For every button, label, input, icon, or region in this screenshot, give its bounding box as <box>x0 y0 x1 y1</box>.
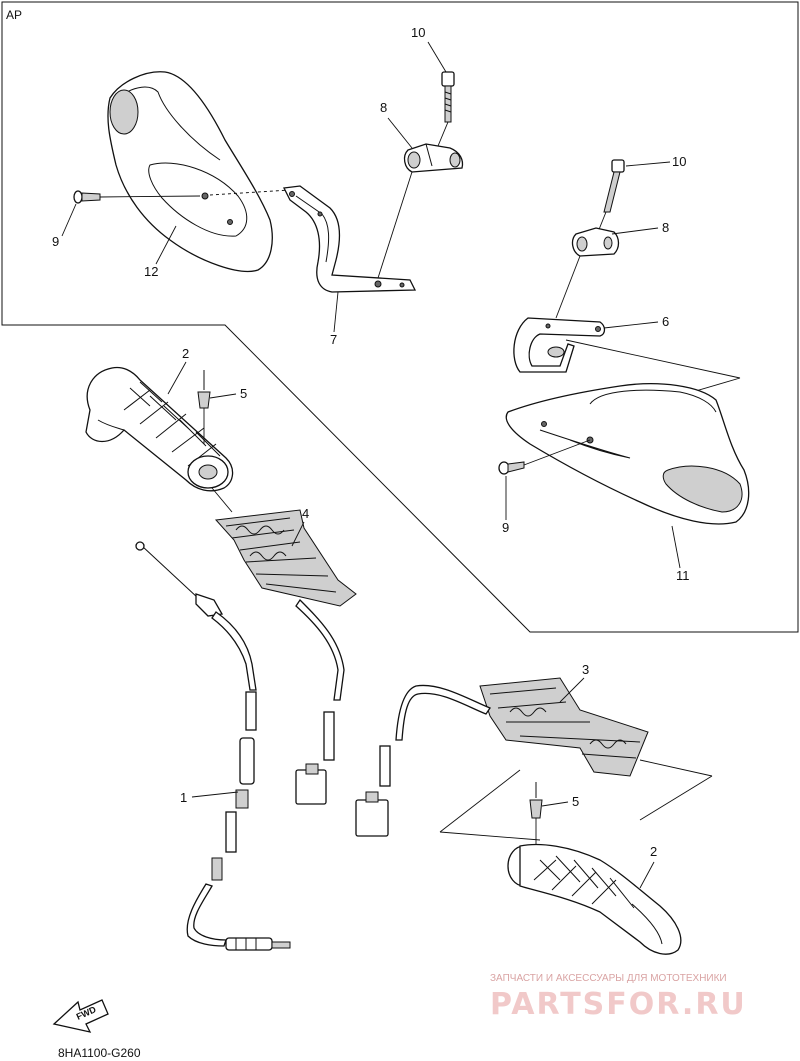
bolt-10-right <box>603 159 625 213</box>
corner-label: AP <box>6 8 22 22</box>
callout-5-right: 5 <box>572 794 579 809</box>
ap-region-border <box>1 1 799 633</box>
bolt-10-top <box>441 71 455 123</box>
grip-left <box>85 366 234 492</box>
callout-1: 1 <box>180 790 187 805</box>
bracket-7 <box>283 185 417 293</box>
callout-9-right: 9 <box>502 520 509 535</box>
callout-10-top: 10 <box>411 25 425 40</box>
callout-9-top: 9 <box>52 234 59 249</box>
hand-guard-right <box>505 383 750 525</box>
diagram-code: 8HA1100-G260 <box>58 1046 141 1060</box>
connector-3 <box>355 791 389 837</box>
throttle-cable-1 <box>135 541 291 951</box>
callout-2-left: 2 <box>182 346 189 361</box>
callout-8-top: 8 <box>380 100 387 115</box>
callout-4: 4 <box>302 506 309 521</box>
callout-8-right: 8 <box>662 220 669 235</box>
bracket-6 <box>513 317 606 373</box>
callout-11: 11 <box>676 568 690 583</box>
hand-guard-left <box>107 71 273 272</box>
fwd-arrow: FWD <box>52 999 109 1033</box>
rivet-5-right <box>529 782 543 819</box>
connector-4 <box>295 763 327 805</box>
callout-2-right: 2 <box>650 844 657 859</box>
callout-5-left: 5 <box>240 386 247 401</box>
clamp-8-top <box>403 143 464 173</box>
screw-9-top <box>73 190 101 204</box>
rivet-5-left <box>197 370 211 409</box>
clamp-8-right <box>571 227 620 257</box>
grip-right <box>507 843 682 955</box>
watermark: ЗАПЧАСТИ И АКСЕССУАРЫ ДЛЯ МОТОТЕХНИКИ PA… <box>490 973 747 1022</box>
watermark-brand: PARTSFOR.RU <box>490 987 747 1022</box>
heater-element-4 <box>214 509 357 607</box>
watermark-subtitle: ЗАПЧАСТИ И АКСЕССУАРЫ ДЛЯ МОТОТЕХНИКИ <box>490 973 727 984</box>
callout-6: 6 <box>662 314 669 329</box>
callout-7: 7 <box>330 332 337 347</box>
heater-element-3 <box>479 677 649 777</box>
callout-10-right: 10 <box>672 154 686 169</box>
callout-12: 12 <box>144 264 158 279</box>
callout-3: 3 <box>582 662 589 677</box>
screw-9-right <box>498 461 525 475</box>
